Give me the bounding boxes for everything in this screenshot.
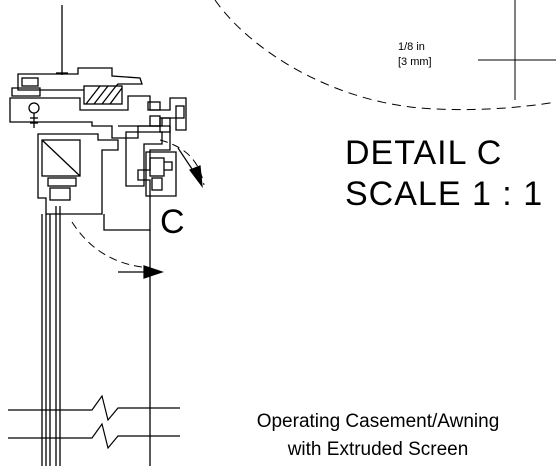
detail-circle-arc — [214, 0, 556, 111]
dimension-crosshair — [478, 0, 556, 100]
detail-scale: SCALE 1 : 1 — [345, 175, 543, 213]
section-callout-arc — [71, 139, 205, 269]
dimension-metric: [3 mm] — [398, 56, 432, 68]
section-letter: C — [160, 203, 185, 241]
detail-title: DETAIL C — [345, 134, 502, 172]
section-arrows — [118, 147, 203, 279]
caption-line-1: Operating Casement/Awning — [257, 411, 500, 432]
window-profile — [9, 5, 187, 466]
dimension-imperial: 1/8 in — [398, 41, 425, 53]
break-lines — [8, 394, 180, 450]
caption-line-2: with Extruded Screen — [287, 439, 469, 460]
